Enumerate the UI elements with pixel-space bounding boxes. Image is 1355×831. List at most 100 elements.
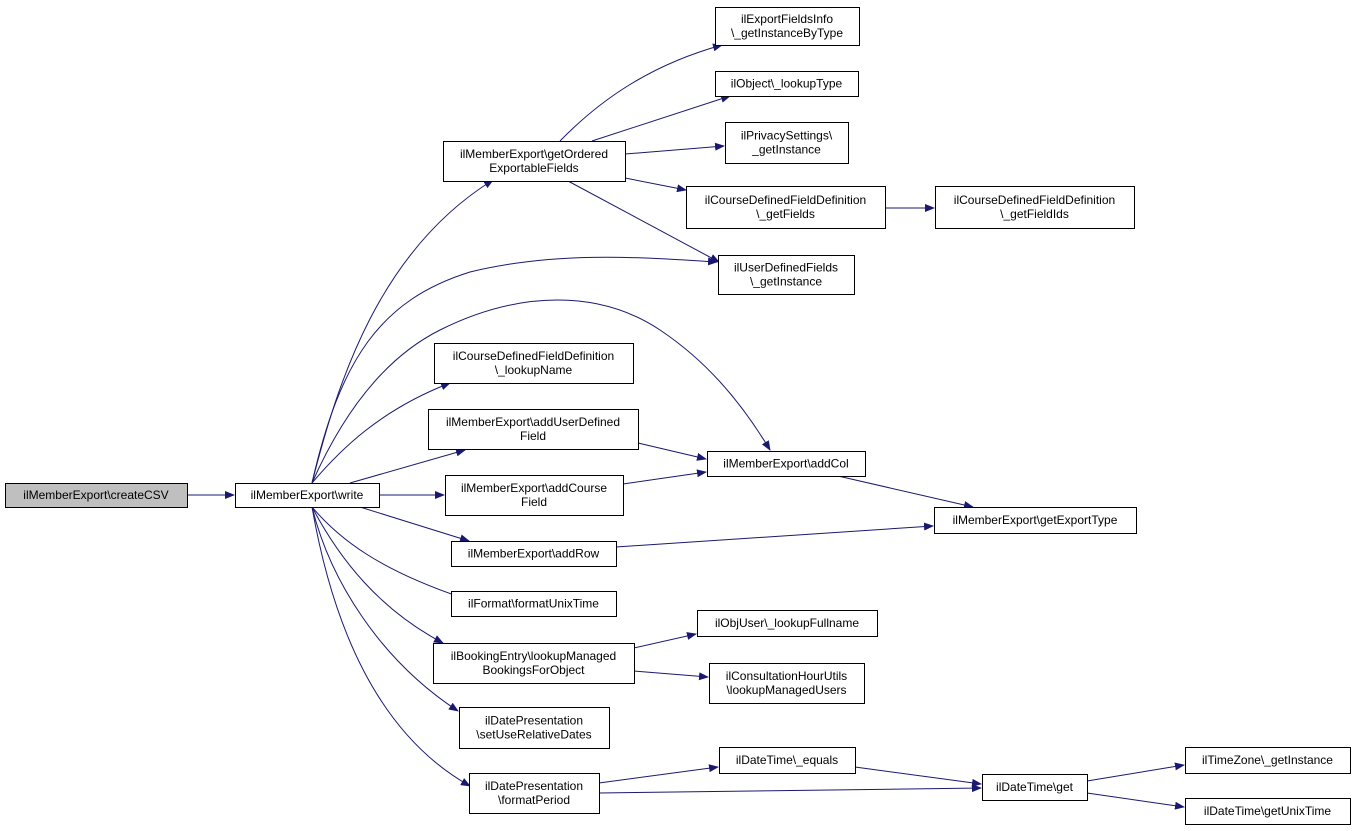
edge-write-to-bookingEntry	[311, 506, 444, 644]
edge-write-to-udfGetInstance	[311, 256, 718, 484]
node-box	[459, 707, 610, 749]
node-box	[235, 483, 380, 508]
node-label: Field	[520, 429, 546, 443]
node-dateTimeGet[interactable]: ilDateTime\get	[982, 774, 1088, 801]
node-label: \_lookupName	[495, 363, 573, 377]
node-label: ilMemberExport\addRow	[468, 547, 600, 561]
node-box	[725, 122, 849, 164]
node-label: ilCourseDefinedFieldDefinition	[705, 193, 866, 207]
edge-addCourseField-to-addCol	[622, 469, 707, 485]
node-label: ilExportFieldsInfo	[741, 12, 833, 26]
node-getOrdered[interactable]: ilMemberExport\getOrderedExportableField…	[443, 141, 626, 182]
node-label: \_getInstance	[750, 275, 822, 289]
node-label: ilDateTime\get	[996, 780, 1074, 794]
node-label: ExportableFields	[489, 161, 578, 175]
node-label: ilFormat\formatUnixTime	[468, 597, 599, 611]
node-cdfLookupName[interactable]: ilCourseDefinedFieldDefinition\_lookupNa…	[434, 343, 634, 384]
node-consultationHourUtils[interactable]: ilConsultationHourUtils\lookupManagedUse…	[709, 663, 865, 704]
node-createCSV[interactable]: ilMemberExport\createCSV	[5, 483, 188, 508]
node-label: BookingsForObject	[482, 663, 585, 677]
node-label: ilCourseDefinedFieldDefinition	[453, 349, 614, 363]
node-label: ilTimeZone\_getInstance	[1202, 753, 1333, 767]
node-objUserLookupFullname[interactable]: ilObjUser\_lookupFullname	[697, 610, 878, 637]
node-formatUnixTime[interactable]: ilFormat\formatUnixTime	[451, 591, 617, 617]
edge-write-to-formatUnixTime	[311, 506, 464, 599]
node-box	[445, 475, 624, 516]
node-box	[1185, 747, 1351, 774]
node-label: \setUseRelativeDates	[476, 728, 591, 742]
node-label: ilDateTime\_equals	[736, 753, 838, 767]
edge-write-to-addCol	[311, 299, 771, 484]
node-box	[697, 610, 878, 637]
node-udfGetInstance[interactable]: ilUserDefinedFields\_getInstance	[718, 255, 855, 295]
node-label: ilConsultationHourUtils	[726, 669, 847, 683]
node-label: ilUserDefinedFields	[734, 261, 838, 275]
node-box	[707, 451, 866, 477]
node-box	[686, 186, 886, 229]
node-timeZoneGetInstance[interactable]: ilTimeZone\_getInstance	[1185, 747, 1351, 774]
edge-write-to-addRow	[359, 506, 470, 543]
node-setUseRelativeDates[interactable]: ilDatePresentation\setUseRelativeDates	[459, 707, 610, 749]
edge-bookingEntry-to-objUserLookupFullname	[633, 632, 697, 649]
node-label: \_getFields	[756, 207, 815, 221]
edge-getOrdered-to-cdfGetFields	[624, 177, 687, 193]
node-label: ilCourseDefinedFieldDefinition	[954, 193, 1115, 207]
node-label: ilDatePresentation	[485, 714, 583, 728]
node-label: ilObjUser\_lookupFullname	[715, 616, 859, 630]
node-box	[469, 773, 600, 814]
edge-getOrdered-to-exportFieldsInfo	[559, 43, 723, 142]
node-box	[5, 483, 188, 508]
node-addRow[interactable]: ilMemberExport\addRow	[451, 541, 617, 567]
edge-write-to-formatPeriod	[311, 506, 471, 787]
node-box	[709, 663, 865, 704]
edge-addUserDefinedField-to-addCol	[637, 442, 707, 461]
node-label: \formatPeriod	[498, 793, 570, 807]
node-box	[935, 186, 1135, 229]
node-label: ilDatePresentation	[485, 779, 583, 793]
node-privacySettings[interactable]: ilPrivacySettings\_getInstance	[725, 122, 849, 164]
node-label: ilBookingEntry\lookupManaged	[451, 649, 616, 663]
node-label: ilMemberExport\createCSV	[23, 488, 168, 502]
node-box	[443, 141, 626, 182]
edge-formatPeriod-to-dateTimeGet	[598, 784, 982, 794]
node-box	[982, 774, 1088, 801]
node-box	[715, 71, 859, 97]
node-box	[428, 409, 639, 450]
node-box	[451, 591, 617, 617]
node-label: ilObject\_lookupType	[731, 77, 843, 91]
edge-getOrdered-to-privacySettings	[624, 142, 725, 155]
node-label: \_getInstanceByType	[731, 26, 843, 40]
node-label: ilDateTime\getUnixTime	[1204, 804, 1331, 818]
node-label: ilMemberExport\getOrdered	[460, 147, 608, 161]
node-label: ilMemberExport\addUserDefined	[446, 415, 620, 429]
node-box	[934, 507, 1137, 534]
node-formatPeriod[interactable]: ilDatePresentation\formatPeriod	[469, 773, 600, 814]
node-label: Field	[521, 495, 547, 509]
edge-write-to-addUserDefinedField	[349, 448, 466, 484]
node-label: ilPrivacySettings\	[741, 129, 833, 143]
node-cdfGetFieldIds[interactable]: ilCourseDefinedFieldDefinition\_getField…	[935, 186, 1135, 229]
edge-dateTimeGet-to-dateTimeGetUnixTime	[1086, 792, 1185, 810]
node-objectLookupType[interactable]: ilObject\_lookupType	[715, 71, 859, 97]
node-dateTimeEquals[interactable]: ilDateTime\_equals	[719, 747, 856, 774]
node-label: ilMemberExport\addCourse	[461, 481, 607, 495]
node-getExportType[interactable]: ilMemberExport\getExportType	[934, 507, 1137, 534]
node-dateTimeGetUnixTime[interactable]: ilDateTime\getUnixTime	[1185, 798, 1351, 825]
edge-getOrdered-to-udfGetInstance	[567, 180, 720, 263]
edge-bookingEntry-to-consultationHourUtils	[633, 670, 709, 681]
node-addCol[interactable]: ilMemberExport\addCol	[707, 451, 866, 477]
node-exportFieldsInfo[interactable]: ilExportFieldsInfo\_getInstanceByType	[715, 7, 860, 46]
node-label: \lookupManagedUsers	[726, 683, 846, 697]
node-box	[451, 541, 617, 567]
node-label: \_getFieldIds	[1000, 207, 1069, 221]
nodes-layer: ilMemberExport\createCSV ilMemberExport\w…	[5, 7, 1351, 825]
node-label: ilMemberExport\addCol	[723, 457, 848, 471]
edge-addRow-to-getExportType	[615, 522, 934, 548]
node-bookingEntry[interactable]: ilBookingEntry\lookupManagedBookingsForO…	[433, 643, 635, 684]
node-cdfGetFields[interactable]: ilCourseDefinedFieldDefinition\_getField…	[686, 186, 886, 229]
node-write[interactable]: ilMemberExport\write	[235, 483, 380, 508]
node-box	[1185, 798, 1351, 825]
node-label: ilMemberExport\getExportType	[953, 513, 1118, 527]
